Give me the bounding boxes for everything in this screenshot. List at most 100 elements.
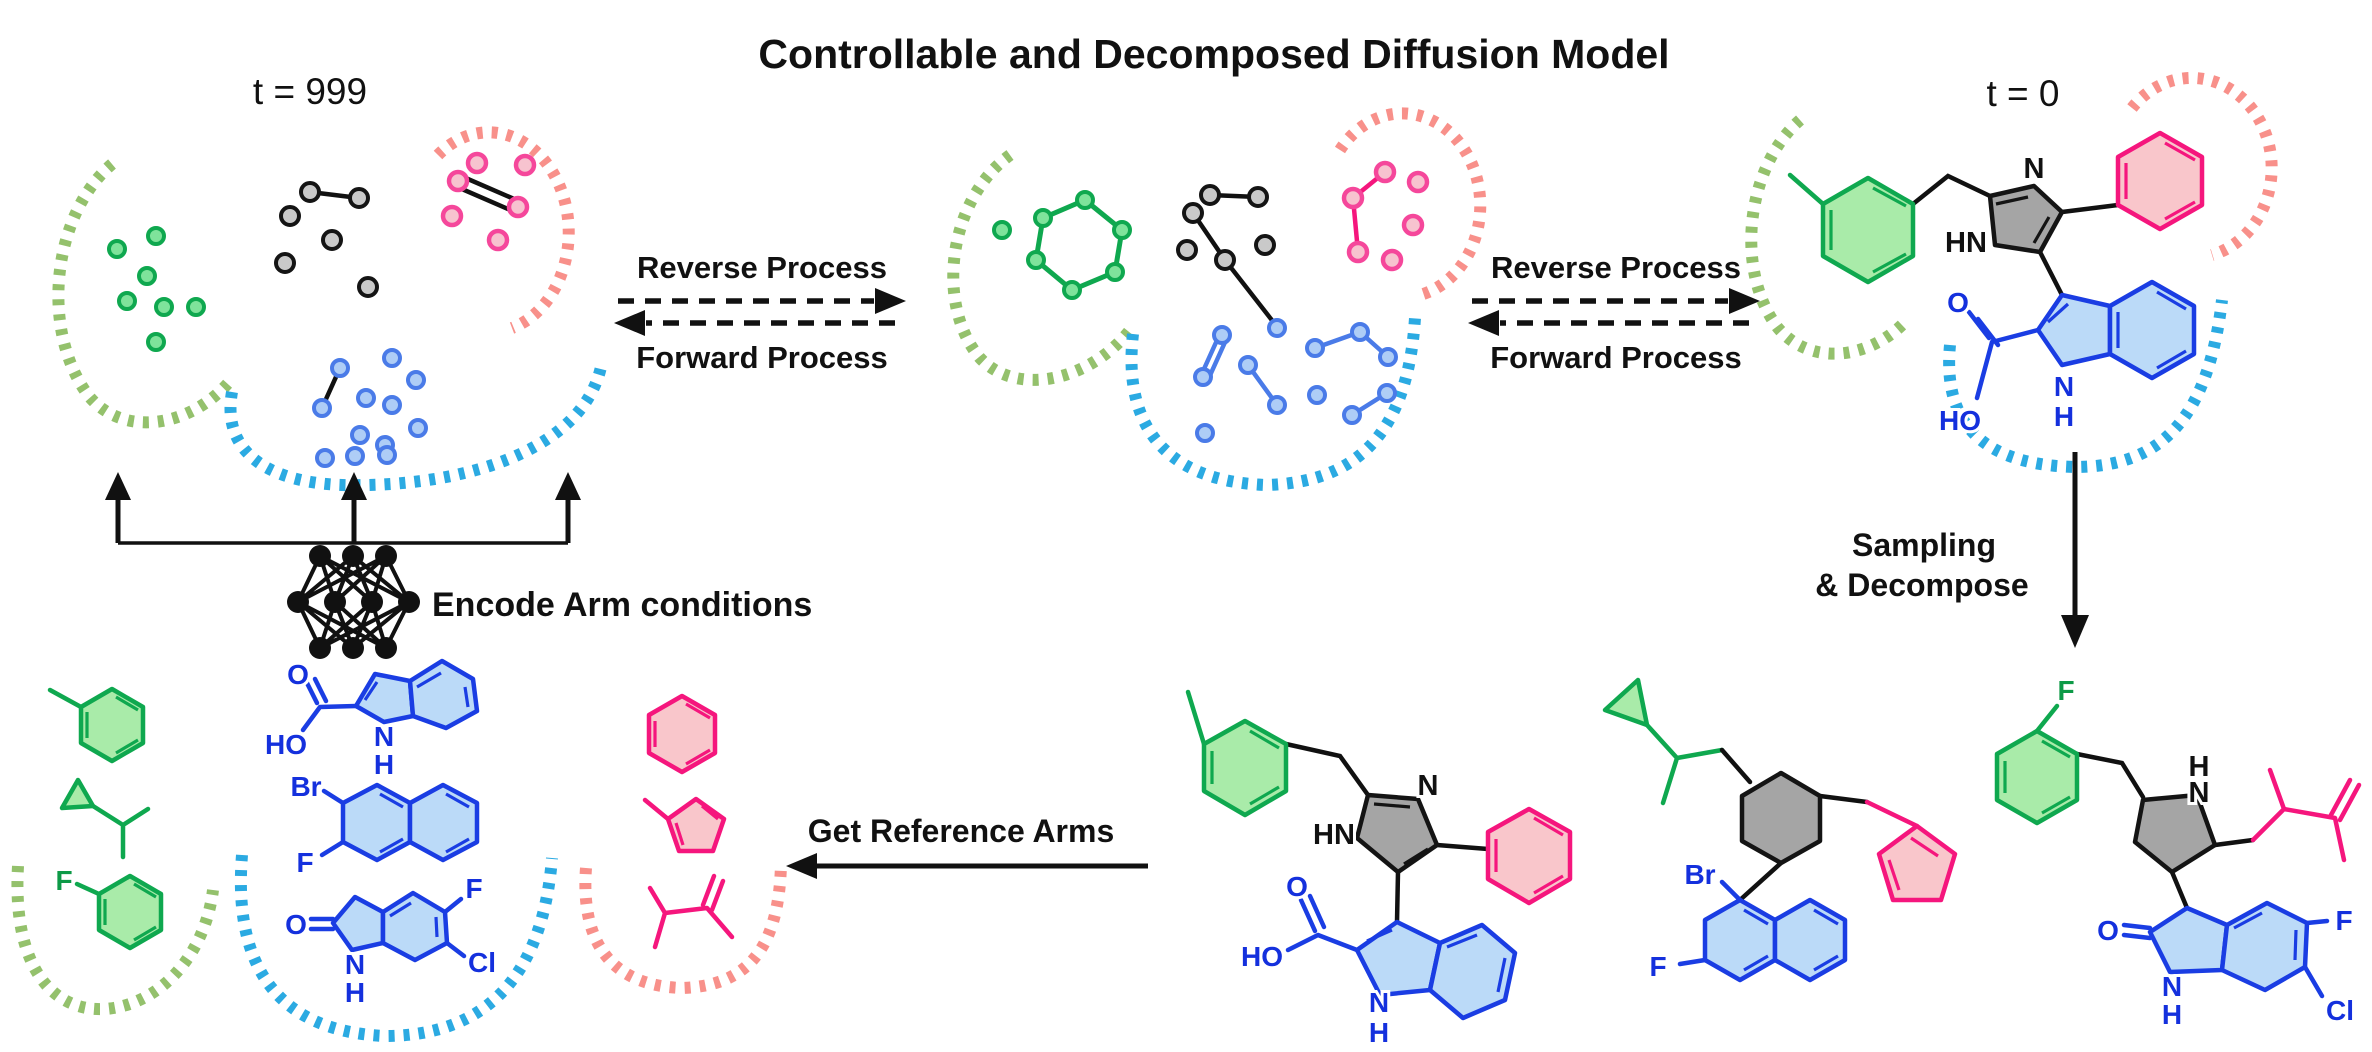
point xyxy=(446,169,470,193)
point xyxy=(1267,318,1287,338)
nn-node xyxy=(342,637,364,659)
point xyxy=(186,297,206,317)
indole-6ring xyxy=(407,658,480,731)
point xyxy=(146,226,166,246)
forward-process-label: Forward Process xyxy=(636,340,888,375)
point xyxy=(1346,240,1370,264)
point xyxy=(299,181,321,203)
encode-arm-conditions: Encode Arm conditions xyxy=(105,472,812,659)
naphthalene-ring2-blue xyxy=(1772,897,1848,983)
benzene-ring xyxy=(646,693,718,775)
point xyxy=(992,220,1012,240)
nn-node xyxy=(309,545,331,567)
point xyxy=(1062,280,1082,300)
nn-node xyxy=(324,591,346,613)
carboxyl-bonds xyxy=(300,676,359,733)
indole-5ring-blue xyxy=(2035,292,2113,368)
point xyxy=(345,446,365,466)
point xyxy=(1195,423,1215,443)
linker-bonds xyxy=(1910,173,2121,298)
point xyxy=(356,388,376,408)
point xyxy=(312,398,332,418)
point xyxy=(1267,395,1287,415)
double-bonds xyxy=(363,671,470,708)
point xyxy=(1377,383,1397,403)
methyl-bond xyxy=(642,797,671,822)
substituent-bonds xyxy=(1677,879,1743,967)
atom-label-n: N xyxy=(1418,770,1439,802)
atom-label-o: O xyxy=(1286,871,1308,902)
point xyxy=(440,204,464,228)
point xyxy=(486,228,510,252)
indolinone-5ring xyxy=(330,894,386,953)
tolyl-ring-green xyxy=(1820,175,1916,285)
arm-region-arc-green xyxy=(11,865,219,1016)
point xyxy=(513,153,537,177)
point xyxy=(1342,405,1362,425)
double-bonds xyxy=(1373,802,1429,866)
carboxyl-bonds xyxy=(1285,893,1360,953)
up-arrowhead xyxy=(341,472,367,500)
indole-6ring-blue xyxy=(1427,922,1518,1021)
double-bonds xyxy=(1829,186,1907,274)
atom-label-n: N xyxy=(2024,153,2045,185)
atom-label-n: N xyxy=(2054,371,2074,402)
down-arrowhead xyxy=(2061,615,2089,648)
atom-label-h: H xyxy=(1369,1017,1389,1048)
point xyxy=(321,229,343,251)
atom-label-f: F xyxy=(55,865,72,896)
point xyxy=(382,395,402,415)
point xyxy=(1112,220,1132,240)
up-arrowhead xyxy=(105,472,131,500)
linker-bonds xyxy=(1283,741,1491,925)
process-arrows-right: Reverse Process Forward Process xyxy=(1468,250,1760,375)
point xyxy=(146,332,166,352)
forming-points-pink xyxy=(1341,160,1430,272)
reference-arms-green: F xyxy=(11,686,219,1016)
point xyxy=(1401,213,1425,237)
indolinone-5ring-blue xyxy=(2147,905,2230,975)
point xyxy=(348,187,370,209)
sampling-label-line1: Sampling xyxy=(1852,527,1996,563)
substituent-bonds xyxy=(308,896,467,959)
point xyxy=(1378,347,1398,367)
atom-label-n: N xyxy=(374,721,394,752)
atom-label-ho: HO xyxy=(1939,405,1981,436)
double-bonds xyxy=(85,695,139,755)
atom-label-f: F xyxy=(296,847,313,878)
point xyxy=(279,205,301,227)
noise-points-green xyxy=(107,226,206,352)
double-bonds xyxy=(674,804,720,846)
point xyxy=(406,370,426,390)
double-bonds xyxy=(2003,739,2071,815)
point xyxy=(1026,250,1046,270)
point xyxy=(154,297,174,317)
process-arrows-left: Reverse Process Forward Process xyxy=(614,250,906,375)
cyclopropane-ring xyxy=(59,777,96,811)
atom-label-o: O xyxy=(287,659,309,690)
forming-ring-green xyxy=(992,190,1132,300)
point xyxy=(1182,202,1204,224)
get-reference-arms: Get Reference Arms xyxy=(786,813,1148,879)
point xyxy=(1033,208,1053,228)
isopentenyl-bonds xyxy=(2250,767,2362,863)
atom-label-h: H xyxy=(2162,999,2182,1030)
atom-label-n: N xyxy=(2189,777,2210,809)
nn-node xyxy=(309,637,331,659)
reverse-process-label: Reverse Process xyxy=(1491,250,1741,285)
double-bonds xyxy=(1366,928,1507,993)
forward-arrowhead xyxy=(1468,310,1499,336)
methyl-bond xyxy=(1787,172,1826,207)
indole-6ring-blue xyxy=(2107,279,2197,381)
substituent-bonds xyxy=(2121,918,2330,999)
reference-arms-blue: O HO N H Br F O N H F Cl xyxy=(234,656,558,1043)
atom-label-h: H xyxy=(374,749,394,780)
nn-node xyxy=(287,591,309,613)
arm-region-arc-green xyxy=(52,159,235,429)
noise-points-black xyxy=(274,181,379,298)
point xyxy=(1214,249,1236,271)
double-bond xyxy=(452,173,524,215)
point xyxy=(107,239,127,259)
point xyxy=(350,425,370,445)
double-bonds xyxy=(2124,141,2196,221)
